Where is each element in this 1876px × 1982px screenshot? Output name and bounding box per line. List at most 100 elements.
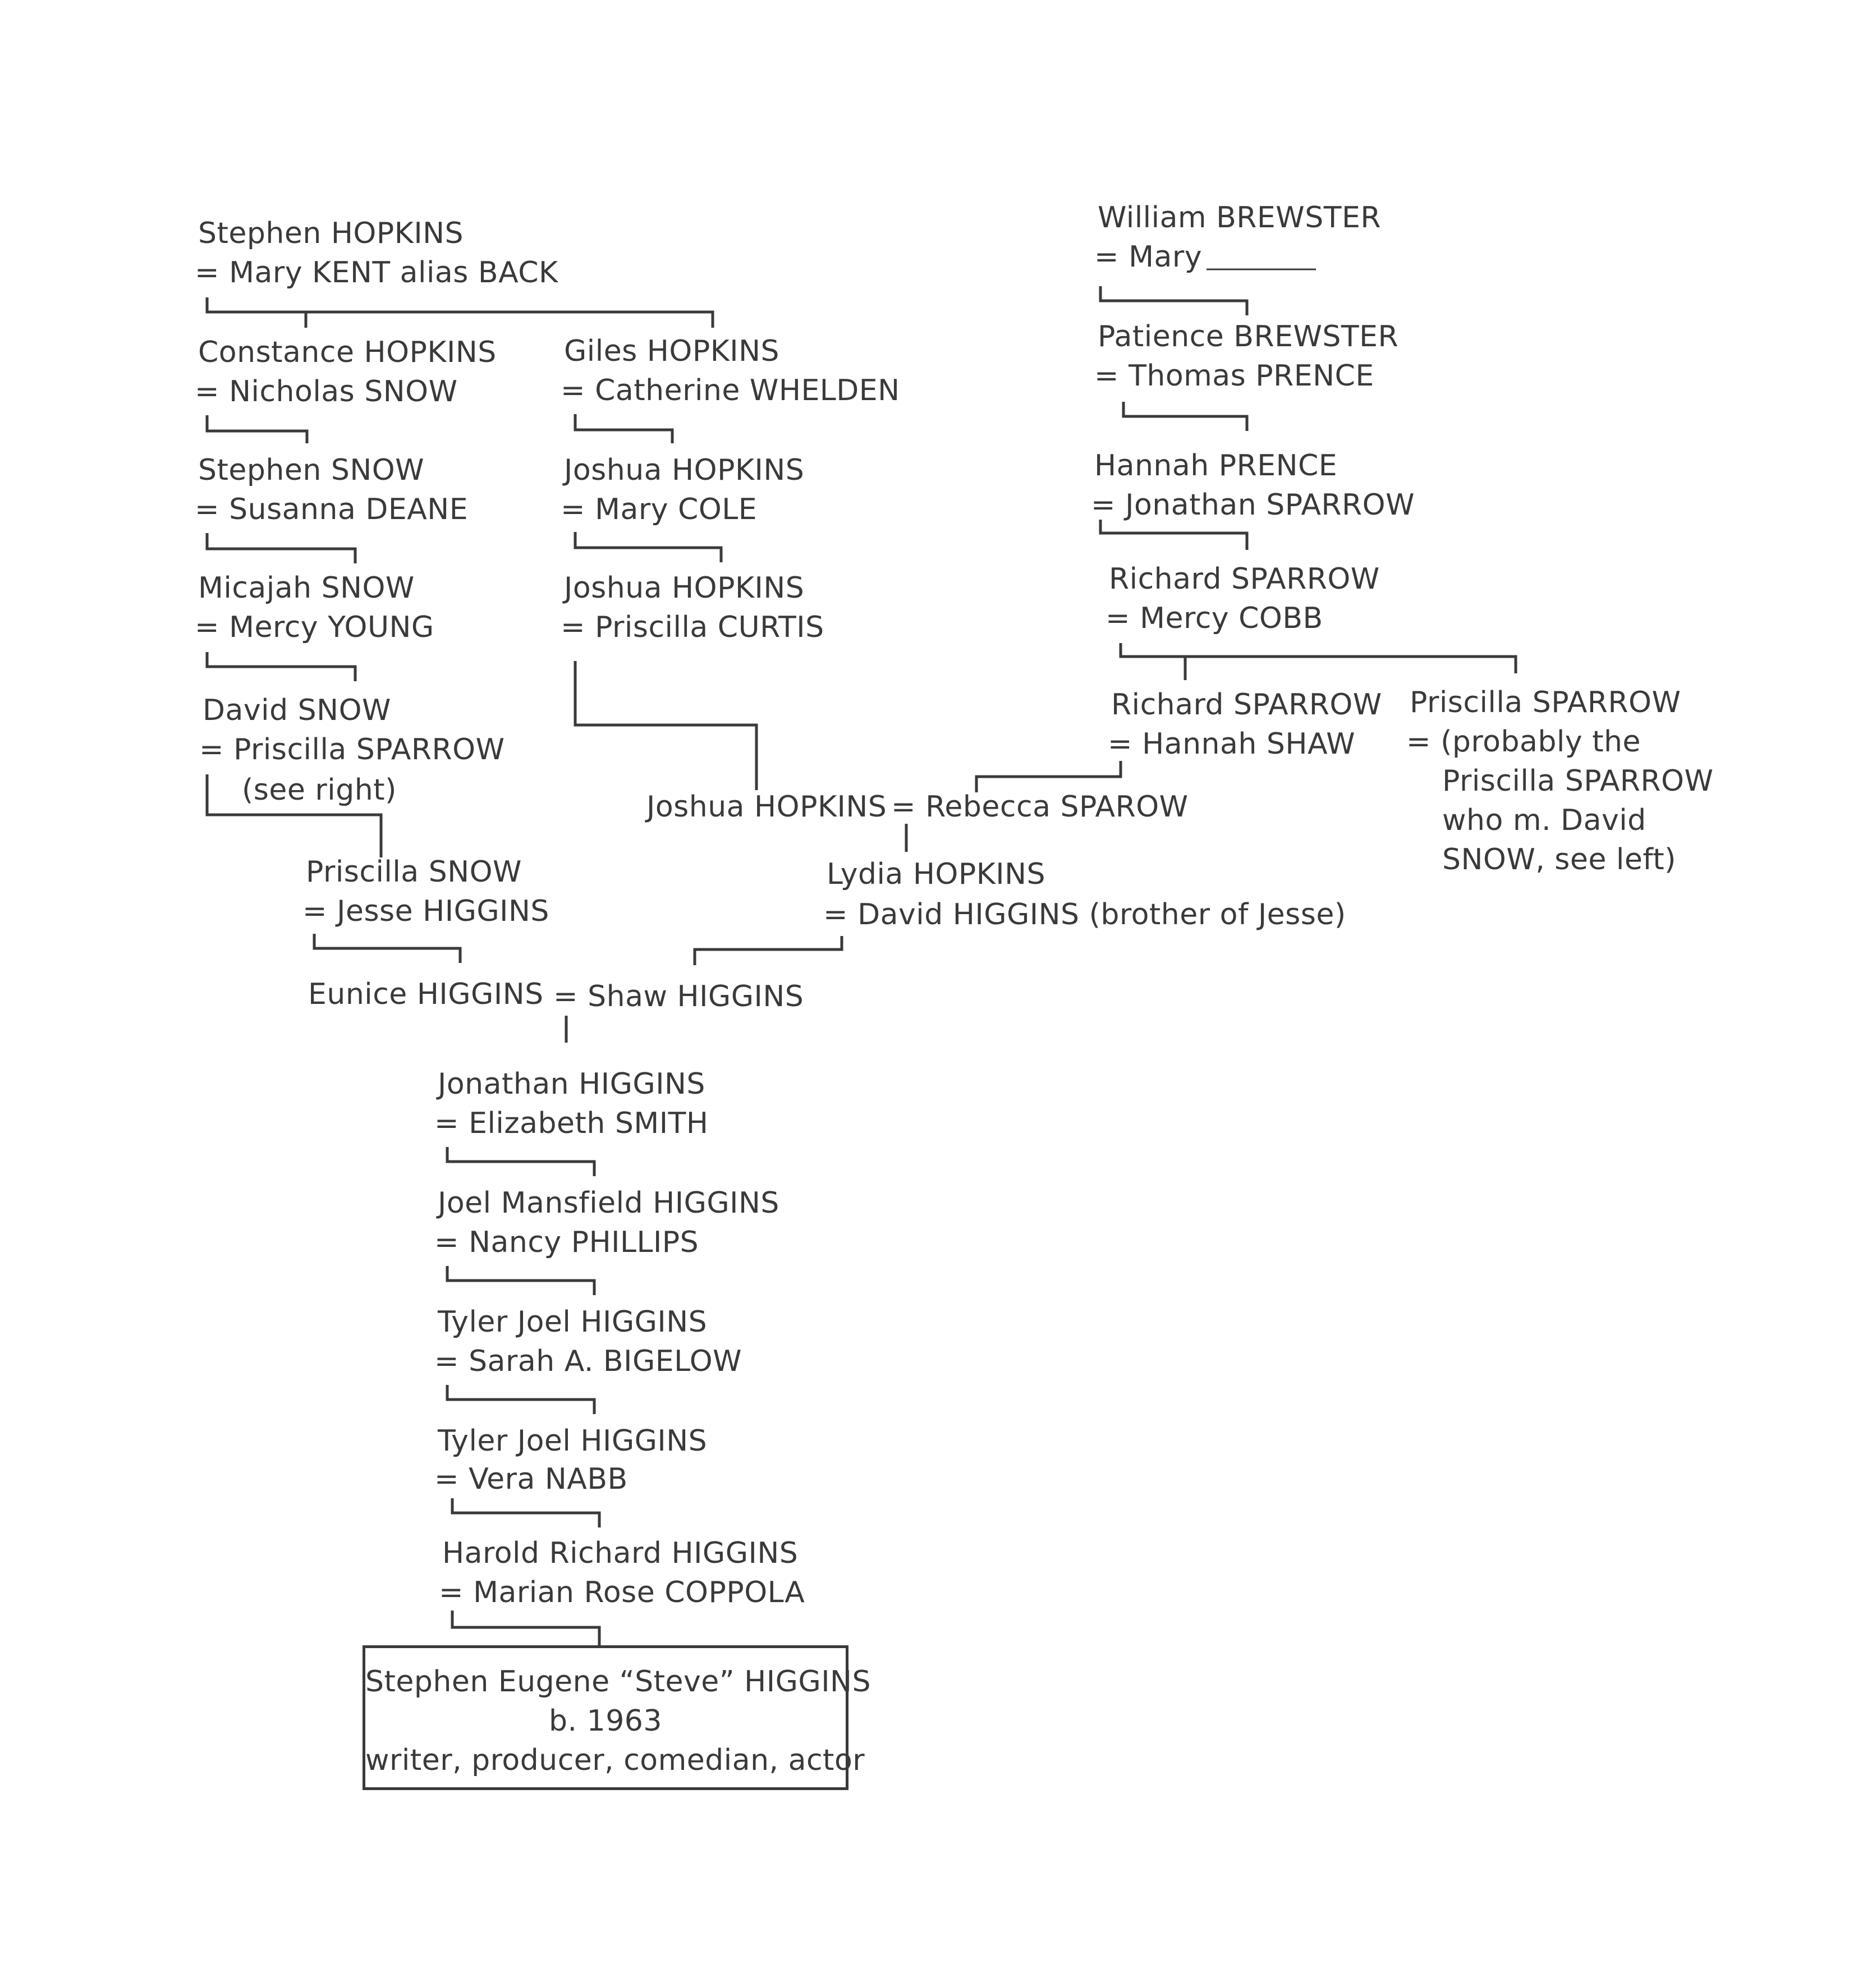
connector: [1119, 643, 1517, 673]
marriage-symbol: =: [561, 374, 586, 407]
spouse-catherine-whelden: = Catherine WHELDEN: [561, 376, 900, 405]
spouse-name: Mercy YOUNG: [229, 611, 434, 644]
connector: [1122, 402, 1249, 431]
marriage-symbol: =: [553, 980, 579, 1013]
spouse-name: Elizabeth SMITH: [469, 1107, 709, 1140]
spouse-name: Thomas PRENCE: [1129, 359, 1374, 393]
person-priscilla-snow: Priscilla SNOW: [306, 855, 522, 889]
spouse-jonathan-sparrow: = Jonathan SPARROW: [1091, 490, 1415, 520]
spouse-name: David HIGGINS (brother of Jesse): [857, 898, 1346, 932]
spouse-mary: = Mary: [1094, 242, 1202, 272]
spouse-shaw-higgins: = Shaw HIGGINS: [553, 982, 804, 1011]
spouse-name: Priscilla SPARROW: [233, 733, 505, 767]
spouse-name: Sarah A. BIGELOW: [469, 1345, 742, 1378]
spouse-name: Jesse HIGGINS: [337, 894, 549, 928]
person-eunice-higgins: Eunice HIGGINS: [308, 978, 544, 1011]
connector: [446, 1147, 596, 1176]
person-lydia-hopkins: Lydia HOPKINS: [827, 857, 1046, 891]
connector: [205, 297, 714, 328]
spouse-name: Priscilla CURTIS: [595, 611, 824, 644]
marriage-symbol: =: [195, 375, 220, 409]
marriage-symbol: =: [891, 790, 916, 824]
connector: [574, 414, 674, 443]
person-constance-hopkins: Constance HOPKINS: [198, 336, 497, 369]
marriage-symbol: =: [434, 1345, 460, 1378]
person-joshua-hopkins-2: Joshua HOPKINS: [564, 571, 805, 605]
spouse-vera-nabb: = Vera NABB: [434, 1465, 628, 1494]
connector: [205, 415, 309, 443]
marriage-symbol: =: [302, 894, 328, 928]
marriage-symbol: =: [1094, 240, 1120, 274]
person-richard-sparrow-2: Richard SPARROW: [1111, 688, 1382, 722]
note-text: (probably the: [1441, 725, 1641, 759]
note-line-2: Priscilla SPARROW: [1442, 764, 1714, 798]
person-stephen-hopkins: Stephen HOPKINS: [198, 217, 464, 250]
marriage-symbol: =: [434, 1107, 460, 1140]
spouse-thomas-prence: = Thomas PRENCE: [1094, 361, 1374, 391]
spouse-name: Nicholas SNOW: [229, 375, 458, 409]
connector: [446, 1385, 596, 1414]
person-micajah-snow: Micajah SNOW: [198, 571, 415, 605]
marriage-symbol: =: [195, 256, 220, 290]
spouse-nicholas-snow: = Nicholas SNOW: [195, 377, 458, 406]
spouse-name: Rebecca SPAROW: [925, 790, 1189, 824]
spouse-name: Mary: [1129, 240, 1202, 274]
spouse-name: Susanna DEANE: [229, 493, 469, 526]
connector: [574, 661, 758, 790]
spouse-name: Mary KENT alias BACK: [229, 256, 558, 290]
spouse-name: Mercy COBB: [1140, 602, 1323, 635]
connector: [451, 1498, 601, 1527]
marriage-symbol: =: [823, 898, 848, 932]
spouse-rebecca-sparow: = Rebecca SPAROW: [891, 792, 1189, 822]
person-jonathan-higgins: Jonathan HIGGINS: [438, 1067, 705, 1101]
note-line-3: who m. David: [1442, 804, 1646, 837]
spouse-name: Jonathan SPARROW: [1125, 488, 1415, 522]
spouse-name: Mary COLE: [595, 493, 758, 526]
spouse-name: Catherine WHELDEN: [595, 374, 900, 407]
note-see-right: (see right): [242, 773, 397, 807]
subject-box: Stephen Eugene “Steve” HIGGINS b. 1963 w…: [363, 1645, 870, 1790]
connector: [693, 936, 843, 965]
person-stephen-snow: Stephen SNOW: [198, 453, 425, 487]
person-joshua-hopkins-1: Joshua HOPKINS: [564, 453, 805, 487]
connector: [1099, 286, 1249, 315]
subject-birth: b. 1963: [549, 1704, 662, 1738]
spouse-mary-kent: = Mary KENT alias BACK: [195, 258, 558, 287]
spouse-sarah-bigelow: = Sarah A. BIGELOW: [434, 1347, 742, 1376]
marriage-symbol: =: [1406, 725, 1432, 759]
connector: [975, 761, 1122, 792]
person-tyler-joel-higgins-1: Tyler Joel HIGGINS: [438, 1305, 708, 1339]
person-joel-mansfield-higgins: Joel Mansfield HIGGINS: [438, 1186, 779, 1220]
spouse-name: Hannah SHAW: [1142, 727, 1356, 761]
marriage-symbol: =: [561, 493, 586, 526]
spouse-jesse-higgins: = Jesse HIGGINS: [302, 897, 549, 926]
marriage-symbol: =: [434, 1462, 460, 1496]
marriage-symbol: =: [199, 733, 224, 767]
subject-roles: writer, producer, comedian, actor: [365, 1744, 865, 1777]
person-giles-hopkins: Giles HOPKINS: [564, 334, 780, 368]
marriage-symbol: =: [1108, 727, 1133, 761]
person-tyler-joel-higgins-2: Tyler Joel HIGGINS: [438, 1424, 708, 1458]
connector: [446, 1266, 596, 1295]
marriage-symbol: =: [561, 611, 586, 644]
spouse-priscilla-curtis: = Priscilla CURTIS: [561, 613, 824, 642]
marriage-symbol: =: [434, 1226, 460, 1259]
connector: [451, 1611, 601, 1645]
person-patience-brewster: Patience BREWSTER: [1098, 320, 1399, 354]
connector: [574, 532, 723, 562]
connector: [1099, 520, 1249, 550]
connector: [205, 774, 383, 857]
spouse-priscilla-sparrow: = Priscilla SPARROW: [199, 735, 505, 764]
spouse-name: Shaw HIGGINS: [588, 980, 804, 1013]
spouse-name: Marian Rose COPPOLA: [473, 1576, 805, 1609]
person-harold-richard-higgins: Harold Richard HIGGINS: [442, 1536, 799, 1570]
spouse-mercy-young: = Mercy YOUNG: [195, 613, 434, 642]
person-hannah-prence: Hannah PRENCE: [1094, 449, 1338, 483]
spouse-note-line-1: = (probably the: [1406, 727, 1641, 756]
spouse-hannah-shaw: = Hannah SHAW: [1108, 730, 1355, 759]
spouse-name: Vera NABB: [469, 1462, 628, 1496]
marriage-symbol: =: [1106, 602, 1131, 635]
person-william-brewster: William BREWSTER: [1098, 201, 1381, 235]
person-richard-sparrow-1: Richard SPARROW: [1109, 562, 1380, 596]
